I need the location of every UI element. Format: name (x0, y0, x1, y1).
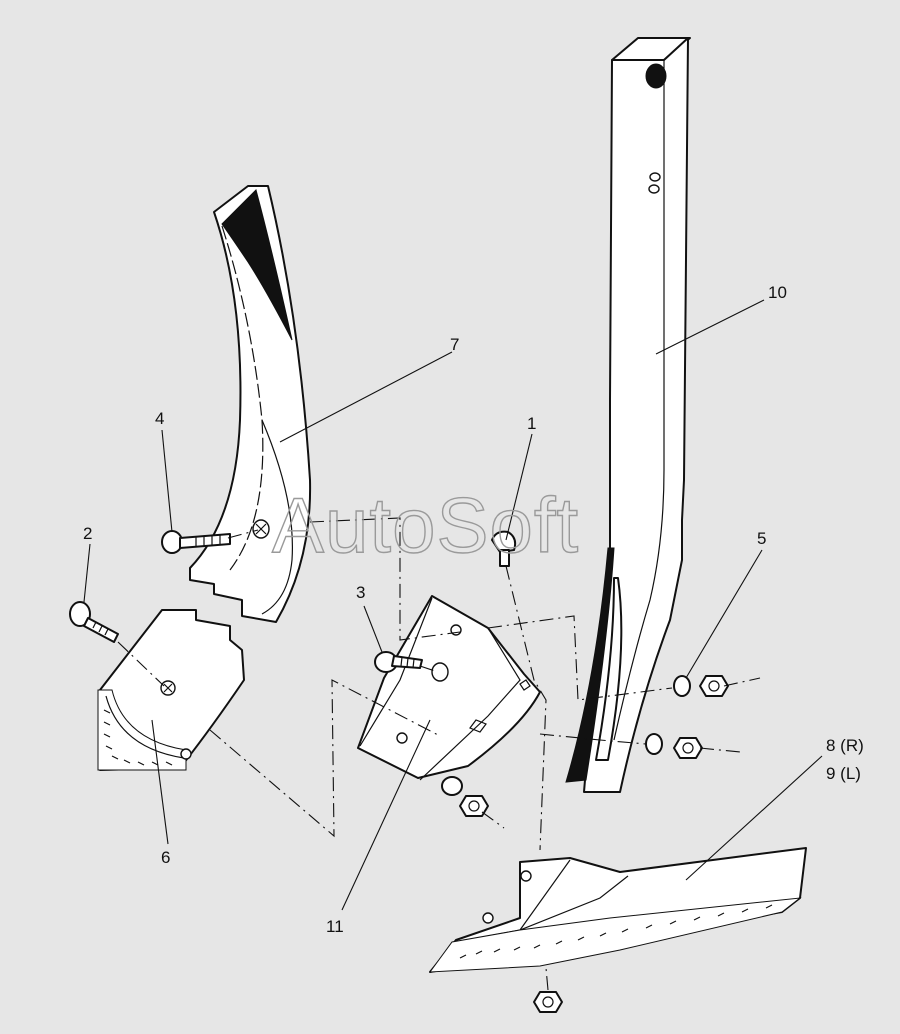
bolt-2 (69, 601, 119, 643)
callout-3: 3 (356, 583, 365, 602)
callout-2: 2 (83, 524, 92, 543)
assembly-centerlines (117, 517, 761, 991)
callout-6: 6 (161, 848, 170, 867)
callout-11: 11 (326, 917, 344, 936)
watermark-text: AutoSoft (272, 481, 579, 569)
part-8-9-share (428, 847, 807, 973)
washer-nut-adaptor (441, 776, 489, 817)
callout-4: 4 (155, 409, 164, 428)
shank-top-hole (645, 63, 667, 89)
part-11-adaptor (357, 595, 541, 781)
shank-hole-lower (648, 184, 660, 194)
callout-8: 8 (R) (826, 736, 864, 755)
part-6-point (97, 609, 245, 771)
shank-hole-upper (649, 172, 661, 182)
part-10-shank (565, 37, 691, 793)
washer-nut-5 (645, 675, 729, 759)
bolt-4 (161, 530, 231, 554)
leader-lines (83, 299, 823, 911)
part-7-shin (189, 185, 312, 623)
callout-9: 9 (L) (826, 764, 861, 783)
callout-1: 1 (527, 414, 536, 433)
nut-share (533, 991, 563, 1013)
bolt-3 (374, 651, 423, 673)
callout-7: 7 (450, 335, 459, 354)
callout-5: 5 (757, 529, 766, 548)
callout-10: 10 (768, 283, 787, 302)
bolt-1 (491, 530, 517, 567)
